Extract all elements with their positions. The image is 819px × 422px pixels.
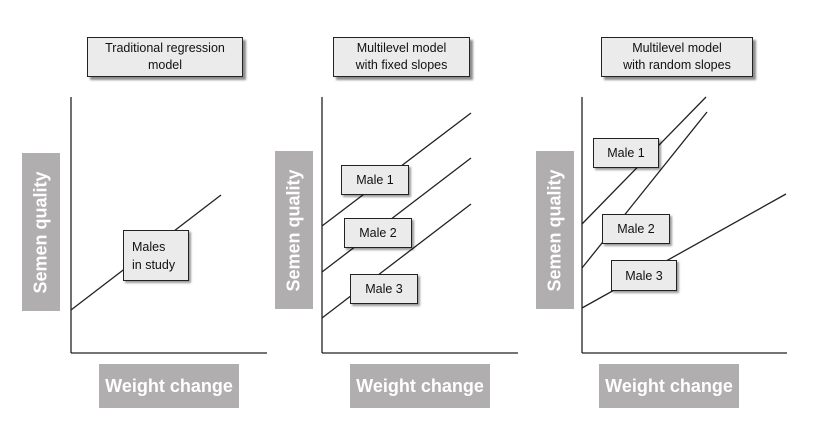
panel-2-label-male-2: Male 2 bbox=[344, 218, 412, 248]
panel-1-x-axis-label: Weight change bbox=[99, 364, 239, 408]
panel-2-line-male-3 bbox=[321, 203, 472, 319]
panel-3-title-line1: Multilevel model bbox=[632, 41, 722, 55]
panel-1-y-axis-label: Semen quality bbox=[22, 153, 60, 311]
panel-2-y-axis-label: Semen quality bbox=[275, 151, 313, 309]
panel-1-label-males-in-study: Males in study bbox=[123, 230, 189, 281]
panel-1-title-line2: model bbox=[147, 58, 183, 72]
panel-3-label-male-3: Male 3 bbox=[611, 260, 677, 291]
panel-3-y-axis-label: Semen quality bbox=[536, 151, 574, 309]
panel-3-title: Multilevel model with random slopes bbox=[601, 37, 753, 77]
panel-2-x-axis-label: Weight change bbox=[350, 364, 490, 408]
panel-3-title-line2: with random slopes bbox=[623, 58, 731, 72]
panel-1-title-line1: Traditional regression bbox=[105, 41, 225, 55]
panel-1-title: Traditional regression model bbox=[87, 37, 243, 77]
panel-3-label-male-2: Male 2 bbox=[602, 214, 670, 244]
panel-2-line-male-2 bbox=[321, 157, 472, 273]
panel-2-title-line2: with fixed slopes bbox=[355, 58, 448, 72]
panel-3-line-male-2 bbox=[581, 111, 708, 269]
panel-2-label-male-3: Male 3 bbox=[350, 274, 418, 304]
panel-2-title: Multilevel model with fixed slopes bbox=[333, 37, 470, 77]
panel-2-title-line1: Multilevel model bbox=[356, 41, 447, 55]
panel-2-label-male-1: Male 1 bbox=[341, 165, 409, 195]
panel-3-x-axis-label: Weight change bbox=[599, 364, 739, 408]
panel-3-label-male-1: Male 1 bbox=[593, 138, 659, 168]
